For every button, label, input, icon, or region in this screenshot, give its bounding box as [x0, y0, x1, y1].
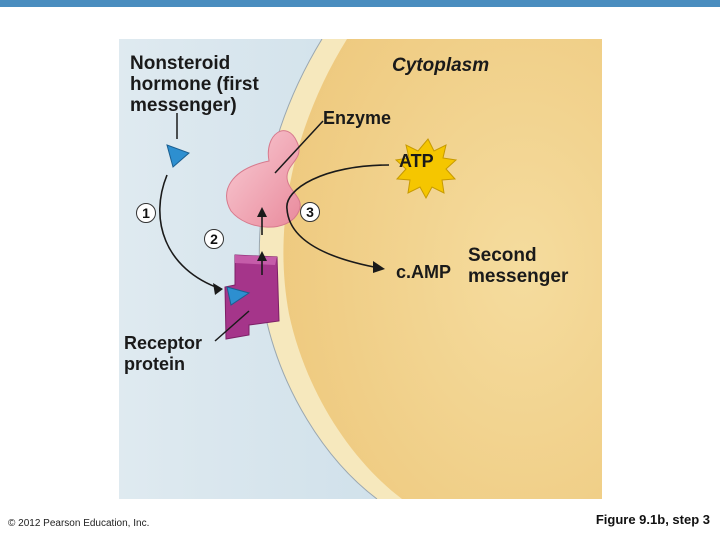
conversion-arrow — [286, 164, 390, 268]
step-1-marker: 1 — [136, 203, 156, 223]
hormone-label: Nonsteroid hormone (first messenger) — [130, 53, 259, 116]
cytoplasm-label: Cytoplasm — [392, 55, 490, 76]
enzyme-label: Enzyme — [323, 108, 392, 128]
cytoplasm-region — [283, 39, 602, 499]
receptor-leader-line — [214, 310, 250, 342]
second-messenger-label: Second messenger — [468, 245, 569, 287]
step-2-marker: 2 — [204, 229, 224, 249]
atp-burst-icon — [394, 138, 458, 200]
step-3-marker: 3 — [300, 202, 320, 222]
receptor-highlight — [235, 255, 277, 265]
conversion-arrowhead — [373, 261, 385, 273]
receptor-label: Receptor protein — [124, 333, 203, 374]
enzyme-leader-line — [274, 120, 324, 174]
figure-caption: Figure 9.1b, step 3 — [595, 512, 710, 527]
signal-transduction-figure — [119, 39, 602, 499]
top-accent-bar — [0, 0, 720, 7]
camp-label: c.AMP — [396, 262, 452, 282]
hormone-triangle-icon — [166, 144, 190, 168]
binding-arrowhead — [213, 283, 223, 295]
bound-hormone-icon — [226, 286, 251, 306]
activation-arrowhead-lower — [257, 251, 267, 261]
receptor-protein — [224, 254, 280, 340]
enzyme-protein — [226, 130, 301, 228]
activation-arrowhead-upper — [257, 207, 267, 217]
copyright-notice: © 2012 Pearson Education, Inc. — [8, 518, 150, 529]
binding-arrow — [159, 174, 222, 290]
atp-label: ATP — [399, 151, 434, 171]
diagram-canvas — [119, 39, 602, 499]
